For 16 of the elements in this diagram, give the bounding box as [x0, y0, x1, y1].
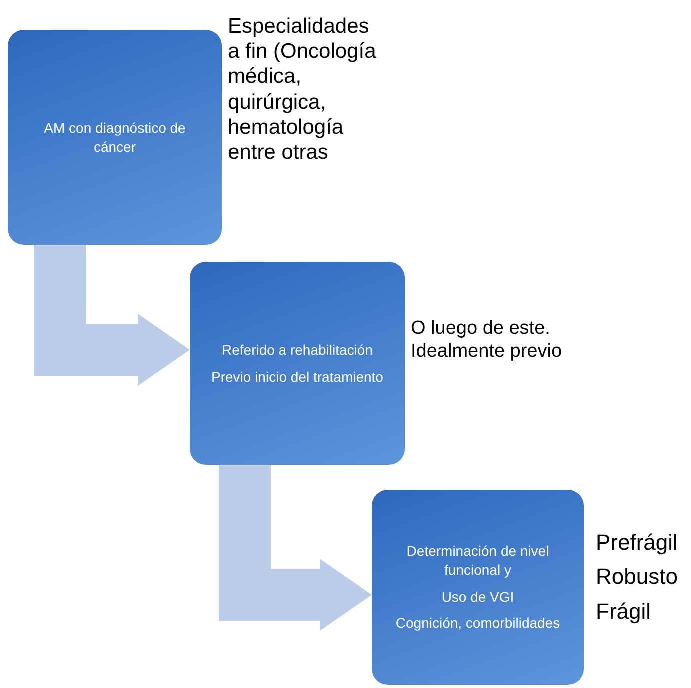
side-note: Frágil: [596, 598, 652, 626]
arrow: [34, 245, 190, 386]
box-text: Referido a rehabilitación: [222, 340, 373, 360]
box-text: Determinación de nivel funcional y: [406, 542, 550, 580]
box-text: Uso de VGI: [442, 588, 514, 606]
side-note: Especialidades a fin (Oncología médica, quirúrgica, hematología entre otras: [228, 14, 378, 166]
side-note: Prefrágil: [596, 530, 679, 556]
process-box: [8, 30, 222, 245]
box-text: Previo inicio del tratamiento: [212, 368, 384, 386]
box-text: Cognición, comorbilidades: [396, 614, 560, 634]
box-text: AM con diagnóstico de cáncer: [43, 118, 187, 156]
side-note: Robusto: [596, 564, 679, 591]
process-box: [190, 262, 405, 465]
process-box: [372, 490, 584, 685]
side-note: O luego de este. Idealmente previo: [411, 318, 564, 364]
arrow: [219, 465, 372, 631]
